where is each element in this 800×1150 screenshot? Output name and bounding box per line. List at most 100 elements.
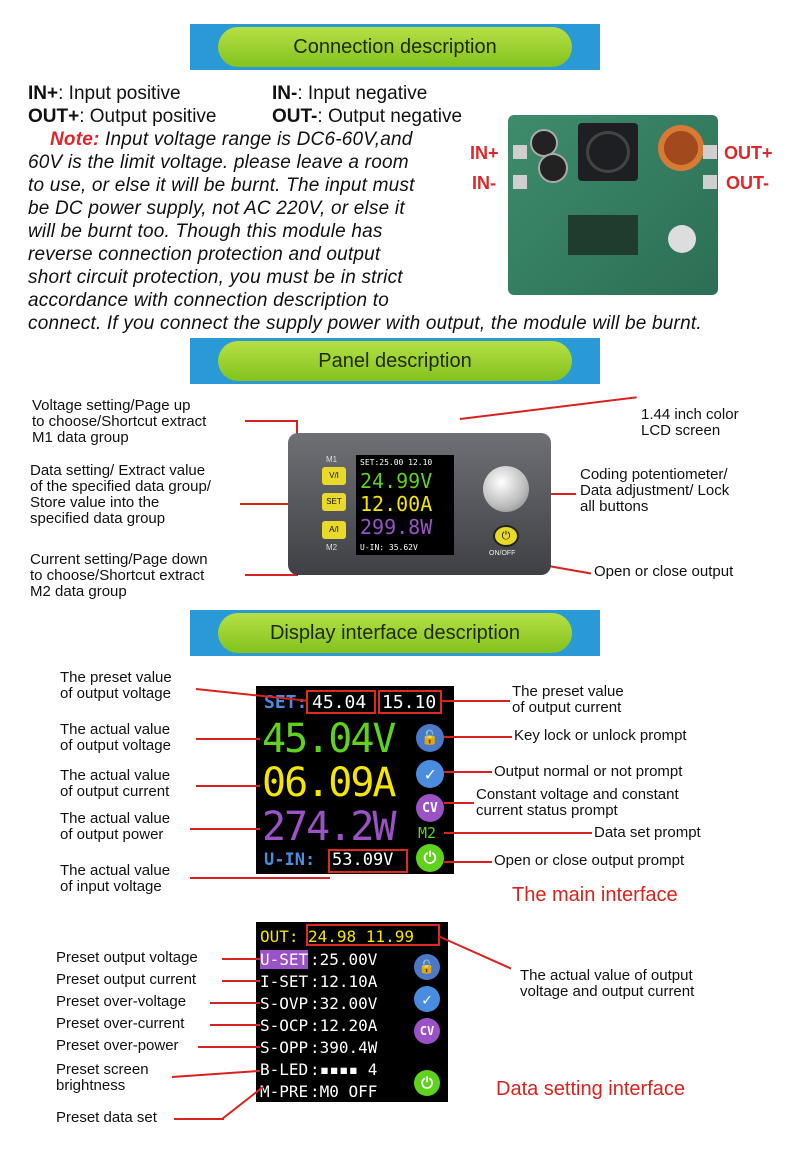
- note-line: will be burnt too. Though this module ha…: [28, 221, 383, 242]
- power-icon: ⏻: [416, 844, 444, 872]
- connector-line: [190, 828, 260, 830]
- main-label-data-set: Data set prompt: [594, 824, 701, 841]
- main-current: 06.09A: [262, 760, 396, 806]
- main-label-onoff: Open or close output prompt: [494, 852, 685, 869]
- setting-label: Preset output voltage: [56, 949, 198, 966]
- setting-row-value: :M0 OFF: [310, 1082, 378, 1101]
- setting-label: Preset over-current: [56, 1015, 185, 1032]
- connector-line: [536, 493, 576, 495]
- connector-line: [210, 1024, 260, 1026]
- power-module-device: M1 V/I SET A/I M2 SET:25.00 12.10 24.99V…: [288, 433, 551, 575]
- potentiometer-knob[interactable]: [483, 466, 529, 512]
- in-plus-row: IN+: Input positive: [28, 82, 181, 105]
- main-uin-label: U-IN:: [264, 850, 316, 870]
- in-minus-text: : Input negative: [297, 83, 428, 104]
- in-plus-key: IN+: [28, 83, 59, 104]
- note-line: to use, or else it will be burnt. The in…: [28, 175, 415, 196]
- connector-line: [442, 700, 510, 702]
- note-line: Input voltage range is DC6-60V,and: [99, 129, 413, 150]
- connector-line: [444, 736, 512, 738]
- connector-line: [240, 503, 324, 505]
- device-uin: U-IN: 35.62V: [360, 543, 418, 552]
- setting-interface-title: Data setting interface: [496, 1078, 685, 1100]
- check-icon: ✓: [416, 760, 444, 788]
- main-label-key-lock: Key lock or unlock prompt: [514, 727, 687, 744]
- terminal-icon: [703, 175, 717, 189]
- device-voltage: 24.99V: [360, 469, 433, 493]
- setting-row-value: :▪▪▪▪ 4: [310, 1060, 378, 1079]
- chip-icon: [568, 215, 638, 255]
- setting-row-label: U-SET: [260, 950, 309, 969]
- lock-icon: 🔓: [414, 954, 440, 980]
- terminal-icon: [513, 175, 527, 189]
- pcb-label-in-plus: IN+: [470, 143, 499, 163]
- connector-line: [222, 980, 260, 982]
- main-set-current: 15.10: [382, 692, 437, 713]
- setting-row-value: :32.00V: [310, 994, 378, 1013]
- m1-label: M1: [326, 455, 338, 464]
- connector-line: [459, 396, 637, 420]
- connection-banner: Connection description: [190, 24, 600, 70]
- setting-row-value: :12.10A: [310, 972, 378, 991]
- note-line: be DC power supply, not AC 220V, or else…: [28, 198, 405, 219]
- connector-line: [444, 832, 592, 834]
- note-line: short circuit protection, you must be in…: [28, 267, 403, 288]
- connector-line: [221, 1086, 264, 1120]
- connection-title: Connection description: [218, 27, 572, 67]
- in-plus-text: : Input positive: [58, 83, 181, 104]
- setting-row-label: M-PRE: [260, 1082, 309, 1101]
- out-plus-row: OUT+: Output positive: [28, 105, 217, 128]
- connector-line: [171, 1069, 260, 1078]
- lock-icon: 🔓: [416, 724, 444, 752]
- highlight-box: [378, 690, 442, 714]
- setting-row-label: S-OVP: [260, 994, 309, 1013]
- pcb-label-out-minus: OUT-: [726, 173, 769, 193]
- setting-label: Preset data set: [56, 1109, 157, 1126]
- main-power: 274.2W: [262, 804, 396, 850]
- inductor-icon: [658, 125, 704, 171]
- setting-label: Preset over-power: [56, 1037, 179, 1054]
- power-icon[interactable]: ⏻: [493, 525, 519, 547]
- main-interface-title: The main interface: [512, 884, 678, 906]
- note-paragraph: Note: Input voltage range is DC6-60V,and…: [28, 128, 788, 335]
- connector-line: [174, 1118, 224, 1120]
- highlight-box: [328, 849, 408, 873]
- in-minus-key: IN-: [272, 83, 298, 104]
- setting-row-value: :25.00V: [310, 950, 378, 969]
- capacitor-icon: [668, 225, 696, 253]
- set-button[interactable]: SET: [322, 493, 346, 511]
- note-line: 60V is the limit voltage. please leave a…: [28, 152, 409, 173]
- note-line: reverse connection protection and output: [28, 244, 381, 265]
- pcb-label-in-minus: IN-: [472, 173, 496, 193]
- display-banner: Display interface description: [190, 610, 600, 656]
- pcb-module-image: [508, 115, 718, 295]
- capacitor-icon: [538, 153, 568, 183]
- cv-icon: CV: [416, 794, 444, 822]
- check-icon: ✓: [414, 986, 440, 1012]
- setting-out-values: 24.98 11.99: [308, 927, 414, 946]
- m2-prompt: M2: [418, 824, 437, 842]
- vi-button[interactable]: V/I: [322, 467, 346, 485]
- cv-icon: CV: [414, 1018, 440, 1044]
- ai-button[interactable]: A/I: [322, 521, 346, 539]
- main-label-output-normal: Output normal or not prompt: [494, 763, 683, 780]
- main-voltage: 45.04V: [262, 716, 396, 762]
- connector-line: [210, 1002, 260, 1004]
- panel-banner: Panel description: [190, 338, 600, 384]
- setting-row-label: S-OPP: [260, 1038, 309, 1057]
- main-interface-screen: SET: 45.04 15.10 45.04V 06.09A 274.2W U-…: [256, 686, 454, 874]
- connector-line: [444, 802, 474, 804]
- onoff-label: ON/OFF: [489, 550, 516, 557]
- panel-label-potentiometer: Coding potentiometer/Data adjustment/ Lo…: [580, 466, 730, 515]
- panel-title: Panel description: [218, 341, 572, 381]
- connector-line: [444, 861, 492, 863]
- setting-interface-screen: OUT: 24.98 11.99 U-SET :25.00V I-SET :12…: [256, 922, 448, 1102]
- connector-line: [444, 771, 492, 773]
